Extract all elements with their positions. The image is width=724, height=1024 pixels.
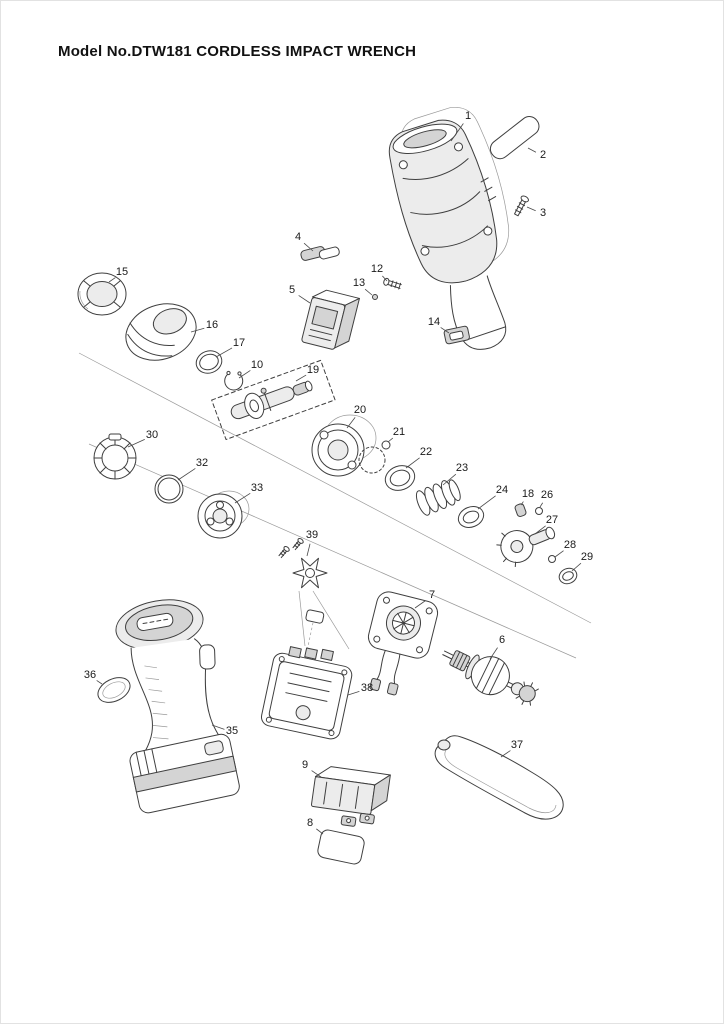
leader-line-13 — [364, 288, 373, 296]
leader-lines — [96, 123, 582, 835]
motor-housing-drawing — [388, 106, 509, 350]
leader-line-15 — [108, 277, 116, 283]
leader-line-18 — [520, 501, 524, 506]
leader-line-8 — [316, 828, 324, 835]
pin-13-drawing — [372, 294, 378, 300]
pin-18-drawing — [514, 503, 527, 518]
leader-line-32 — [177, 468, 196, 481]
leader-line-37 — [500, 750, 511, 758]
ball-21-drawing — [358, 440, 391, 474]
armature-6-drawing — [442, 650, 539, 706]
leader-line-29 — [571, 562, 582, 572]
leader-line-7 — [414, 600, 426, 609]
leader-line-23 — [442, 473, 457, 486]
ring-17-drawing — [195, 350, 223, 374]
stator-7-drawing — [367, 591, 439, 696]
hook-part-drawing — [300, 246, 340, 261]
screw-3-drawing — [514, 195, 529, 217]
leader-line-16 — [190, 327, 205, 333]
leader-line-6 — [489, 647, 498, 660]
leader-line-39 — [306, 543, 311, 557]
bumper-16-drawing — [125, 303, 197, 361]
leader-line-2 — [527, 147, 537, 153]
leader-line-3 — [526, 206, 536, 212]
hammer-20-drawing — [311, 414, 377, 477]
leader-line-19 — [295, 374, 307, 382]
leader-line-5 — [298, 295, 311, 304]
leader-line-1 — [450, 123, 464, 142]
ball-26-drawing — [535, 507, 543, 515]
gear-assy-33-drawing — [197, 490, 250, 539]
leader-line-21 — [387, 437, 394, 443]
c-ring-10-drawing — [224, 370, 244, 391]
controller-38-drawing — [260, 609, 353, 740]
diagram-title: Model No.DTW181 CORDLESS IMPACT WRENCH — [58, 43, 417, 60]
washer-24-drawing — [457, 506, 485, 528]
anvil-assembly-drawing — [211, 359, 336, 441]
spindle-27-drawing — [496, 526, 556, 568]
makita-logo — [136, 612, 174, 632]
bracket-14-drawing — [443, 325, 470, 345]
ring-29-drawing — [558, 567, 578, 585]
leader-line-28 — [554, 550, 564, 558]
leader-line-33 — [234, 492, 251, 504]
leader-line-12 — [382, 275, 388, 282]
handle-housing-drawing — [115, 599, 240, 814]
leader-line-35 — [211, 724, 225, 730]
ball-28-drawing — [548, 555, 556, 563]
leader-line-26 — [539, 502, 544, 508]
leader-line-24 — [477, 495, 496, 510]
label-sticker-drawing — [489, 116, 540, 160]
plate-8-drawing — [317, 829, 365, 865]
leader-line-17 — [215, 347, 233, 358]
leader-line-10 — [238, 370, 251, 379]
o-ring-32-drawing — [154, 474, 184, 504]
leader-line-38 — [347, 691, 360, 696]
terminal-9-drawing — [310, 766, 391, 827]
leader-line-14 — [440, 327, 450, 334]
leader-line-22 — [405, 457, 420, 469]
retainer-30-drawing — [93, 433, 137, 480]
strap-37-drawing — [434, 735, 564, 820]
spider-39-drawing — [278, 537, 350, 650]
leader-line-20 — [346, 417, 356, 429]
leader-line-30 — [127, 438, 145, 448]
spring-23-drawing — [415, 479, 461, 516]
retaining-ring-15-drawing — [77, 272, 127, 316]
leader-line-36 — [96, 680, 103, 685]
leader-line-4 — [303, 242, 314, 252]
washer-22-drawing — [384, 465, 416, 491]
leader-line-9 — [311, 770, 322, 778]
switch-drawing — [301, 289, 360, 350]
screw-12-drawing — [383, 277, 402, 290]
pad-36-drawing — [97, 677, 131, 703]
leader-line-27 — [534, 525, 546, 535]
battery-drawing — [129, 733, 240, 814]
